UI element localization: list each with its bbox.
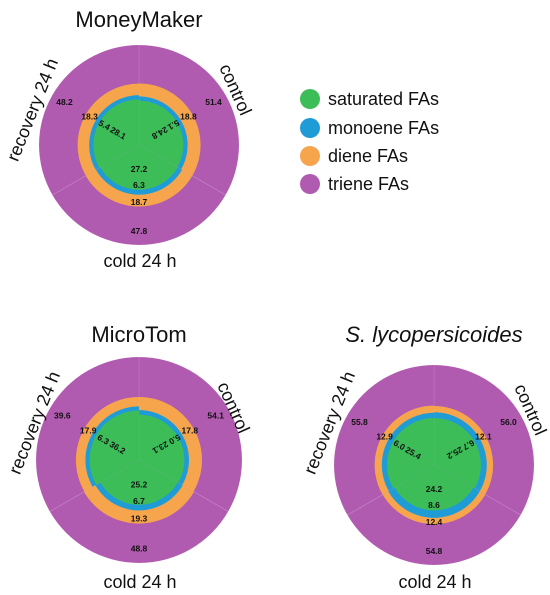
data-label-diene: 18.3	[81, 112, 98, 122]
chart-panel: MicroTom23.15.017.854.125.26.719.348.836…	[5, 322, 254, 592]
data-label-triene: 47.8	[131, 226, 148, 236]
data-label-triene: 56.0	[500, 417, 517, 427]
bar-saturated-2	[387, 418, 434, 489]
chart-title: MicroTom	[91, 322, 186, 347]
data-label-diene: 12.1	[475, 432, 492, 442]
bar-saturated-1	[100, 145, 178, 190]
data-label-diene: 18.7	[131, 197, 148, 207]
chart-title: MoneyMaker	[75, 7, 202, 32]
bar-saturated-0	[139, 100, 184, 168]
data-label-monoene: 6.7	[133, 496, 145, 506]
data-label-triene: 54.1	[207, 411, 224, 421]
data-label-saturated: 25.2	[131, 480, 148, 490]
data-label-triene: 39.6	[54, 411, 71, 421]
legend-swatch	[300, 174, 320, 194]
condition-label: cold 24 h	[103, 251, 176, 271]
legend-label: monoene FAs	[328, 118, 439, 138]
data-label-triene: 48.8	[131, 544, 148, 554]
chart-title: S. lycopersicoides	[345, 322, 522, 347]
data-label-triene: 54.8	[426, 546, 443, 556]
data-label-diene: 17.8	[182, 426, 199, 436]
legend-swatch	[300, 146, 320, 166]
data-label-triene: 51.4	[205, 97, 222, 107]
data-label-triene: 55.8	[351, 417, 368, 427]
chart-panel: S. lycopersicoides25.26.712.156.024.28.6…	[300, 322, 550, 592]
bar-saturated-0	[139, 414, 185, 483]
data-label-diene: 19.3	[131, 514, 148, 524]
bar-saturated-0	[434, 418, 481, 489]
legend-label: triene FAs	[328, 174, 409, 194]
legend-label: saturated FAs	[328, 89, 439, 109]
data-label-diene: 12.9	[376, 432, 393, 442]
legend-swatch	[300, 89, 320, 109]
legend-label: diene FAs	[328, 146, 408, 166]
data-label-diene: 12.4	[426, 517, 443, 527]
data-label-monoene: 6.3	[133, 180, 145, 190]
data-label-monoene: 8.6	[428, 500, 440, 510]
legend-swatch	[300, 118, 320, 138]
chart-panel: MoneyMaker24.85.118.851.427.26.318.747.8…	[3, 7, 256, 271]
condition-label: cold 24 h	[398, 572, 471, 592]
data-label-diene: 17.9	[80, 426, 97, 436]
legend: saturated FAs monoene FAs diene FAs triene …	[300, 89, 439, 194]
bar-saturated-2	[93, 99, 139, 168]
bar-saturated-2	[89, 410, 139, 485]
data-label-triene: 48.2	[56, 97, 73, 107]
data-label-diene: 18.8	[180, 112, 197, 122]
condition-label: cold 24 h	[103, 572, 176, 592]
data-label-saturated: 24.2	[426, 484, 443, 494]
data-label-saturated: 27.2	[131, 164, 148, 174]
